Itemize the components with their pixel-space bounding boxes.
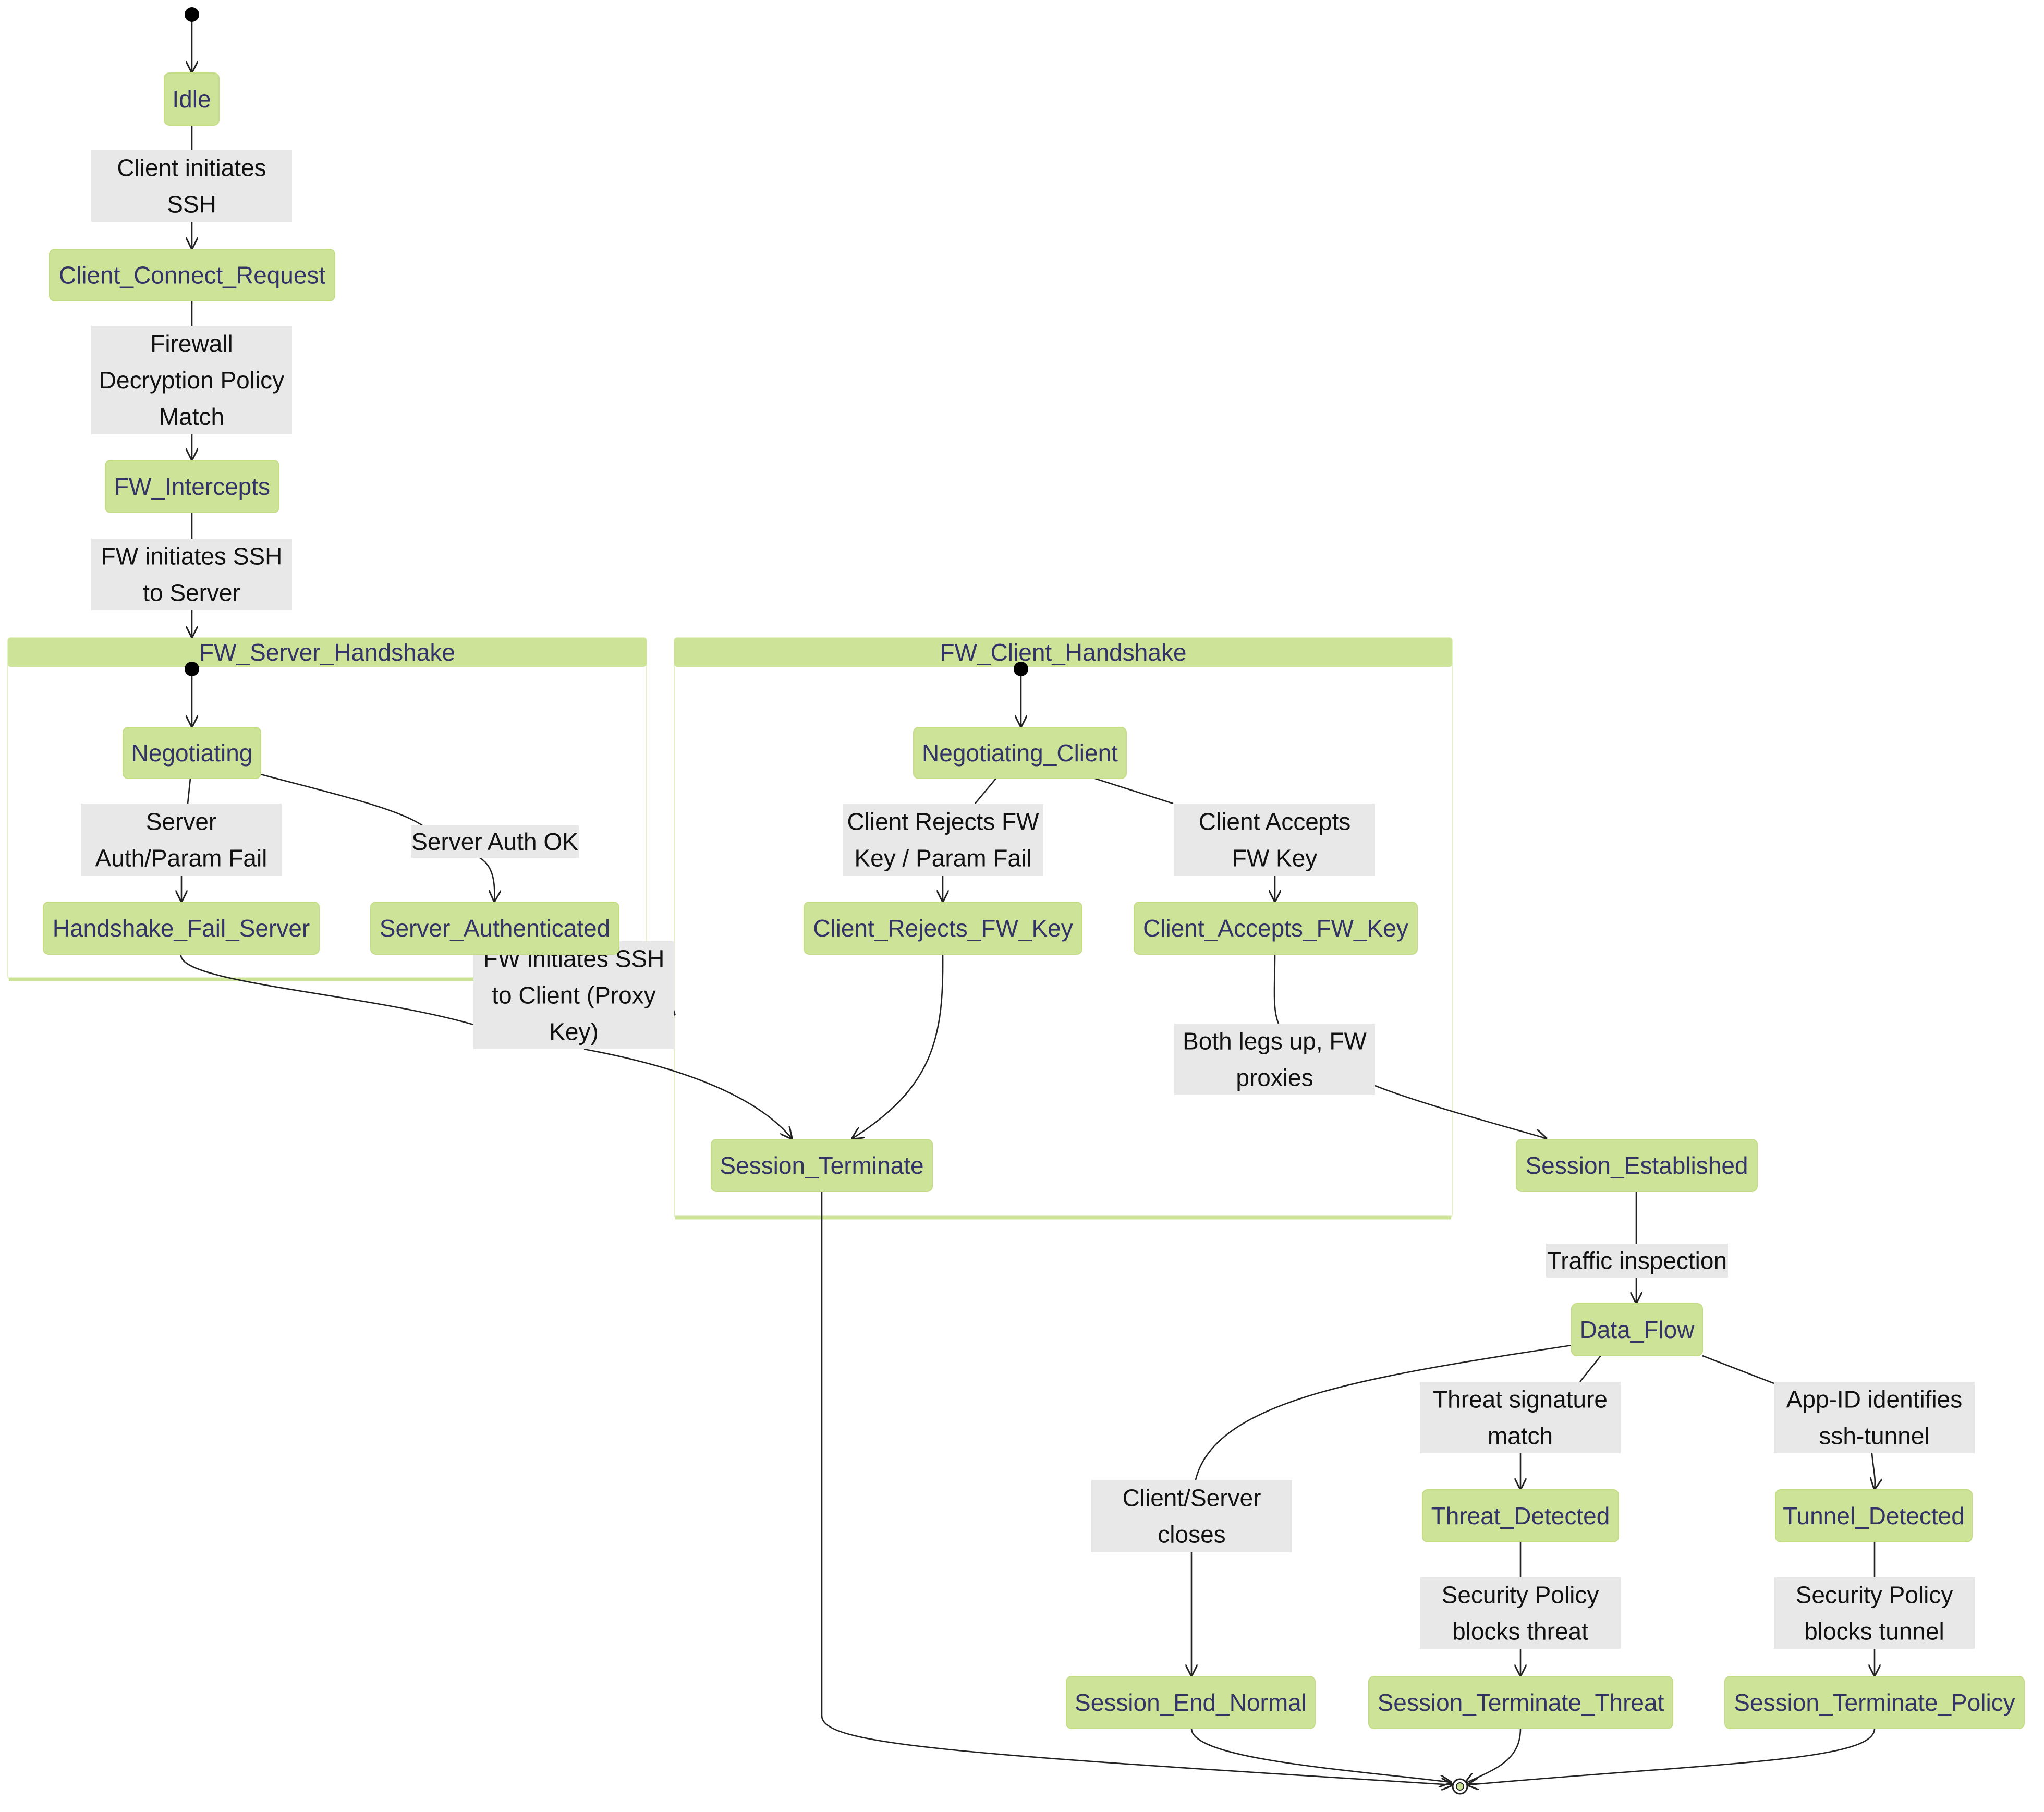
cluster-title: FW_Server_Handshake bbox=[199, 639, 455, 666]
transition-label-line: blocks threat bbox=[1452, 1618, 1588, 1645]
transition-label-line: Match bbox=[159, 403, 224, 430]
transition-label-line: Client/Server bbox=[1123, 1485, 1261, 1512]
transition-negotiating-client-to-rejects bbox=[943, 778, 996, 901]
state-label: Session_Terminate_Policy bbox=[1734, 1689, 2015, 1716]
transition-label-security-policy-blocks-threat: Security Policy blocks threat bbox=[1420, 1577, 1621, 1649]
state-label: Client_Rejects_FW_Key bbox=[813, 915, 1073, 942]
state-fw-intercepts[interactable]: FW_Intercepts bbox=[105, 460, 279, 513]
start-marker bbox=[185, 7, 199, 22]
state-label: Tunnel_Detected bbox=[1783, 1502, 1965, 1529]
transition-data-flow-to-tunnel-detected bbox=[1702, 1355, 1875, 1489]
transition-label-line: FW Key bbox=[1232, 845, 1318, 872]
transition-rejects-to-session-terminate bbox=[853, 954, 944, 1138]
transition-label-line: match bbox=[1488, 1422, 1553, 1450]
transition-label-threat-signature-match: Threat signature match bbox=[1420, 1382, 1621, 1453]
fw-server-handshake-start-marker bbox=[185, 662, 199, 676]
transition-label-line: Traffic inspection bbox=[1547, 1247, 1727, 1274]
state-label: Negotiating bbox=[131, 739, 253, 767]
transition-label-line: Decryption Policy bbox=[99, 367, 284, 394]
state-label: Data_Flow bbox=[1580, 1316, 1695, 1343]
state-label: Session_Terminate_Threat bbox=[1378, 1689, 1664, 1716]
transition-label-security-policy-blocks-tunnel: Security Policy blocks tunnel bbox=[1774, 1577, 1975, 1649]
transition-data-flow-to-session-end-normal bbox=[1191, 1344, 1572, 1675]
transition-label-line: proxies bbox=[1236, 1064, 1313, 1091]
transition-data-flow-to-threat-detected bbox=[1520, 1355, 1602, 1489]
transition-terminate-to-end bbox=[821, 1191, 1452, 1785]
transition-label-line: to Server bbox=[143, 579, 240, 606]
state-session-terminate-policy[interactable]: Session_Terminate_Policy bbox=[1724, 1676, 2025, 1729]
state-label: Session_End_Normal bbox=[1075, 1689, 1307, 1716]
transition-label-line: Auth/Param Fail bbox=[95, 845, 267, 872]
transition-terminate-threat-to-end bbox=[1465, 1728, 1522, 1783]
transition-label-line: Server Auth OK bbox=[411, 828, 578, 855]
state-session-terminate[interactable]: Session_Terminate bbox=[711, 1139, 933, 1192]
state-tunnel-detected[interactable]: Tunnel_Detected bbox=[1775, 1489, 1973, 1542]
transition-label-line: Server bbox=[146, 808, 216, 835]
transition-label-line: Key) bbox=[549, 1018, 599, 1045]
state-label: Client_Connect_Request bbox=[59, 262, 326, 289]
transition-label-client-rejects-fw-key-param-fail: Client Rejects FW Key / Param Fail bbox=[843, 804, 1043, 876]
transition-label-client-accepts-fw-key-label: Client Accepts FW Key bbox=[1174, 804, 1375, 876]
transition-label-line: Threat signature bbox=[1433, 1386, 1608, 1413]
transition-label-line: Client initiates bbox=[117, 154, 266, 181]
cluster-title: FW_Client_Handshake bbox=[940, 639, 1186, 666]
state-label: FW_Intercepts bbox=[114, 473, 270, 500]
transition-label-line: Key / Param Fail bbox=[855, 845, 1032, 872]
transition-label-line: App-ID identifies bbox=[1786, 1386, 1963, 1413]
transition-label-line: Firewall bbox=[150, 330, 233, 357]
state-negotiating-client[interactable]: Negotiating_Client bbox=[913, 727, 1127, 779]
transition-negotiating-to-server-authenticated bbox=[260, 773, 494, 901]
transition-label-line: SSH bbox=[167, 191, 216, 218]
transition-label-line: to Client (Proxy bbox=[492, 982, 655, 1009]
transition-label-app-id-identifies-ssh-tunnel: App-ID identifies ssh-tunnel bbox=[1774, 1382, 1975, 1453]
state-idle[interactable]: Idle bbox=[164, 72, 220, 126]
state-label: Server_Authenticated bbox=[380, 915, 610, 942]
transition-label-line: Both legs up, FW bbox=[1183, 1028, 1367, 1055]
state-data-flow[interactable]: Data_Flow bbox=[1571, 1303, 1703, 1356]
transition-label-line: Client Rejects FW bbox=[847, 808, 1039, 835]
state-label: Client_Accepts_FW_Key bbox=[1143, 915, 1408, 942]
transition-label-traffic-inspection: Traffic inspection bbox=[1546, 1244, 1728, 1278]
transition-label-line: Client Accepts bbox=[1199, 808, 1350, 835]
transition-negotiating-to-handshake-fail bbox=[181, 778, 190, 901]
state-server-authenticated[interactable]: Server_Authenticated bbox=[370, 902, 619, 955]
state-label: Negotiating_Client bbox=[922, 739, 1118, 767]
transition-label-line: Security Policy bbox=[1796, 1582, 1953, 1609]
state-label: Handshake_Fail_Server bbox=[53, 915, 310, 942]
transition-label-line: Security Policy bbox=[1442, 1582, 1599, 1609]
fw-client-handshake-start-marker bbox=[1014, 662, 1028, 676]
state-client-rejects-fw-key[interactable]: Client_Rejects_FW_Key bbox=[804, 902, 1082, 955]
transition-terminate-policy-to-end bbox=[1468, 1728, 1876, 1785]
state-client-accepts-fw-key[interactable]: Client_Accepts_FW_Key bbox=[1134, 902, 1418, 955]
transition-label-both-legs-up: Both legs up, FW proxies bbox=[1174, 1024, 1375, 1095]
state-handshake-fail-server[interactable]: Handshake_Fail_Server bbox=[43, 902, 320, 955]
transition-label-line: FW initiates SSH bbox=[101, 543, 283, 570]
transition-negotiating-client-to-accepts bbox=[1094, 777, 1275, 901]
state-label: Session_Established bbox=[1525, 1152, 1748, 1179]
state-session-end-normal[interactable]: Session_End_Normal bbox=[1066, 1676, 1316, 1729]
transition-accepts-to-session-established bbox=[1273, 954, 1546, 1138]
transition-label-line: closes bbox=[1158, 1521, 1225, 1548]
state-label: Session_Terminate bbox=[720, 1152, 923, 1179]
transition-label-line: ssh-tunnel bbox=[1819, 1422, 1929, 1450]
state-threat-detected[interactable]: Threat_Detected bbox=[1422, 1489, 1619, 1542]
state-label: Idle bbox=[172, 86, 211, 113]
transition-end-normal-to-end bbox=[1190, 1728, 1451, 1782]
end-marker bbox=[1452, 1778, 1468, 1795]
state-label: Threat_Detected bbox=[1431, 1502, 1610, 1529]
transition-handshake-fail-to-session-terminate bbox=[180, 954, 792, 1138]
transition-label-client-server-closes: Client/Server closes bbox=[1091, 1480, 1292, 1552]
state-negotiating[interactable]: Negotiating bbox=[123, 727, 261, 779]
state-client-connect-request[interactable]: Client_Connect_Request bbox=[49, 249, 335, 301]
state-session-established[interactable]: Session_Established bbox=[1516, 1139, 1758, 1192]
transition-label-fw-initiates-ssh-to-server: FW initiates SSH to Server bbox=[91, 539, 292, 610]
transition-label-line: blocks tunnel bbox=[1804, 1618, 1944, 1645]
state-session-terminate-threat[interactable]: Session_Terminate_Threat bbox=[1368, 1676, 1673, 1729]
transition-label-server-auth-ok: Server Auth OK bbox=[411, 825, 579, 858]
